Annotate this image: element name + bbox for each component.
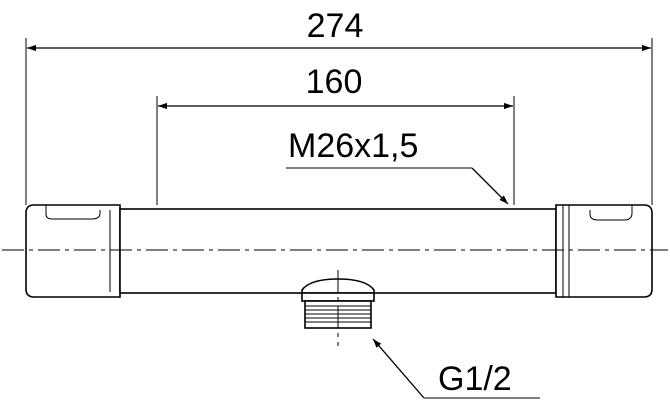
inlet-spec-label: G1/2 <box>438 360 512 398</box>
left-cap-grip <box>45 205 101 220</box>
thermostat-body <box>25 204 653 298</box>
inner-length-dimension: 160 <box>156 63 515 205</box>
thread-callout: M26x1,5 <box>286 127 509 205</box>
thread-leader-arrow <box>471 167 509 205</box>
overall-length-label: 274 <box>307 7 364 45</box>
right-cap-grip <box>589 205 633 221</box>
overall-length-dimension: 274 <box>25 7 653 205</box>
right-end-cap <box>555 204 653 298</box>
inlet-leader-arrow <box>372 338 425 399</box>
inlet-callout: G1/2 <box>372 338 540 399</box>
inner-length-label: 160 <box>306 63 363 101</box>
left-end-cap <box>25 204 121 298</box>
thread-spec-label: M26x1,5 <box>288 127 418 165</box>
inlet-fitting <box>301 270 375 346</box>
